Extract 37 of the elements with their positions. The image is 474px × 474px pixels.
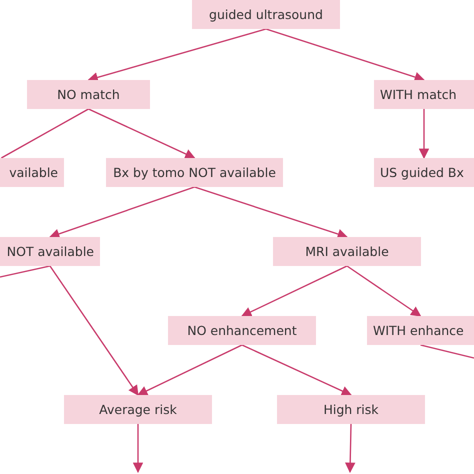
process-box [0,158,64,187]
process-box [106,158,283,187]
arrow [242,344,352,396]
box-label: MRI available [305,244,389,259]
arrow [194,186,348,240]
process-box [367,316,474,345]
arrow [88,28,266,82]
arrow [132,424,144,474]
arrow [266,28,425,82]
box-label: WITH match [380,87,457,102]
process-box [273,237,421,266]
box-label: Bx by tomo NOT available [113,165,276,180]
box-label: WITH enhance [373,323,464,338]
box-label: Average risk [99,402,177,417]
process-box [374,80,474,109]
arrow [88,108,196,159]
process-box [192,0,340,29]
box-label: NO match [57,87,120,102]
box-label: NO enhancement [187,323,297,338]
process-box [27,80,150,109]
box-label: guided ultrasound [209,7,323,22]
box-label: US guided Bx [380,165,464,180]
arrow [137,344,242,396]
arrow [345,424,356,474]
arrow [418,109,430,160]
box-label: NOT available [6,244,94,259]
process-box [277,395,425,424]
process-box [64,395,212,424]
arrow [49,266,139,396]
process-box [374,158,474,187]
arrow [346,265,422,317]
process-box [0,237,100,266]
box-label: High risk [323,402,379,417]
process-box [168,316,316,345]
arrow [49,186,195,239]
box-label: vailable [9,165,58,180]
arrow [241,265,348,317]
